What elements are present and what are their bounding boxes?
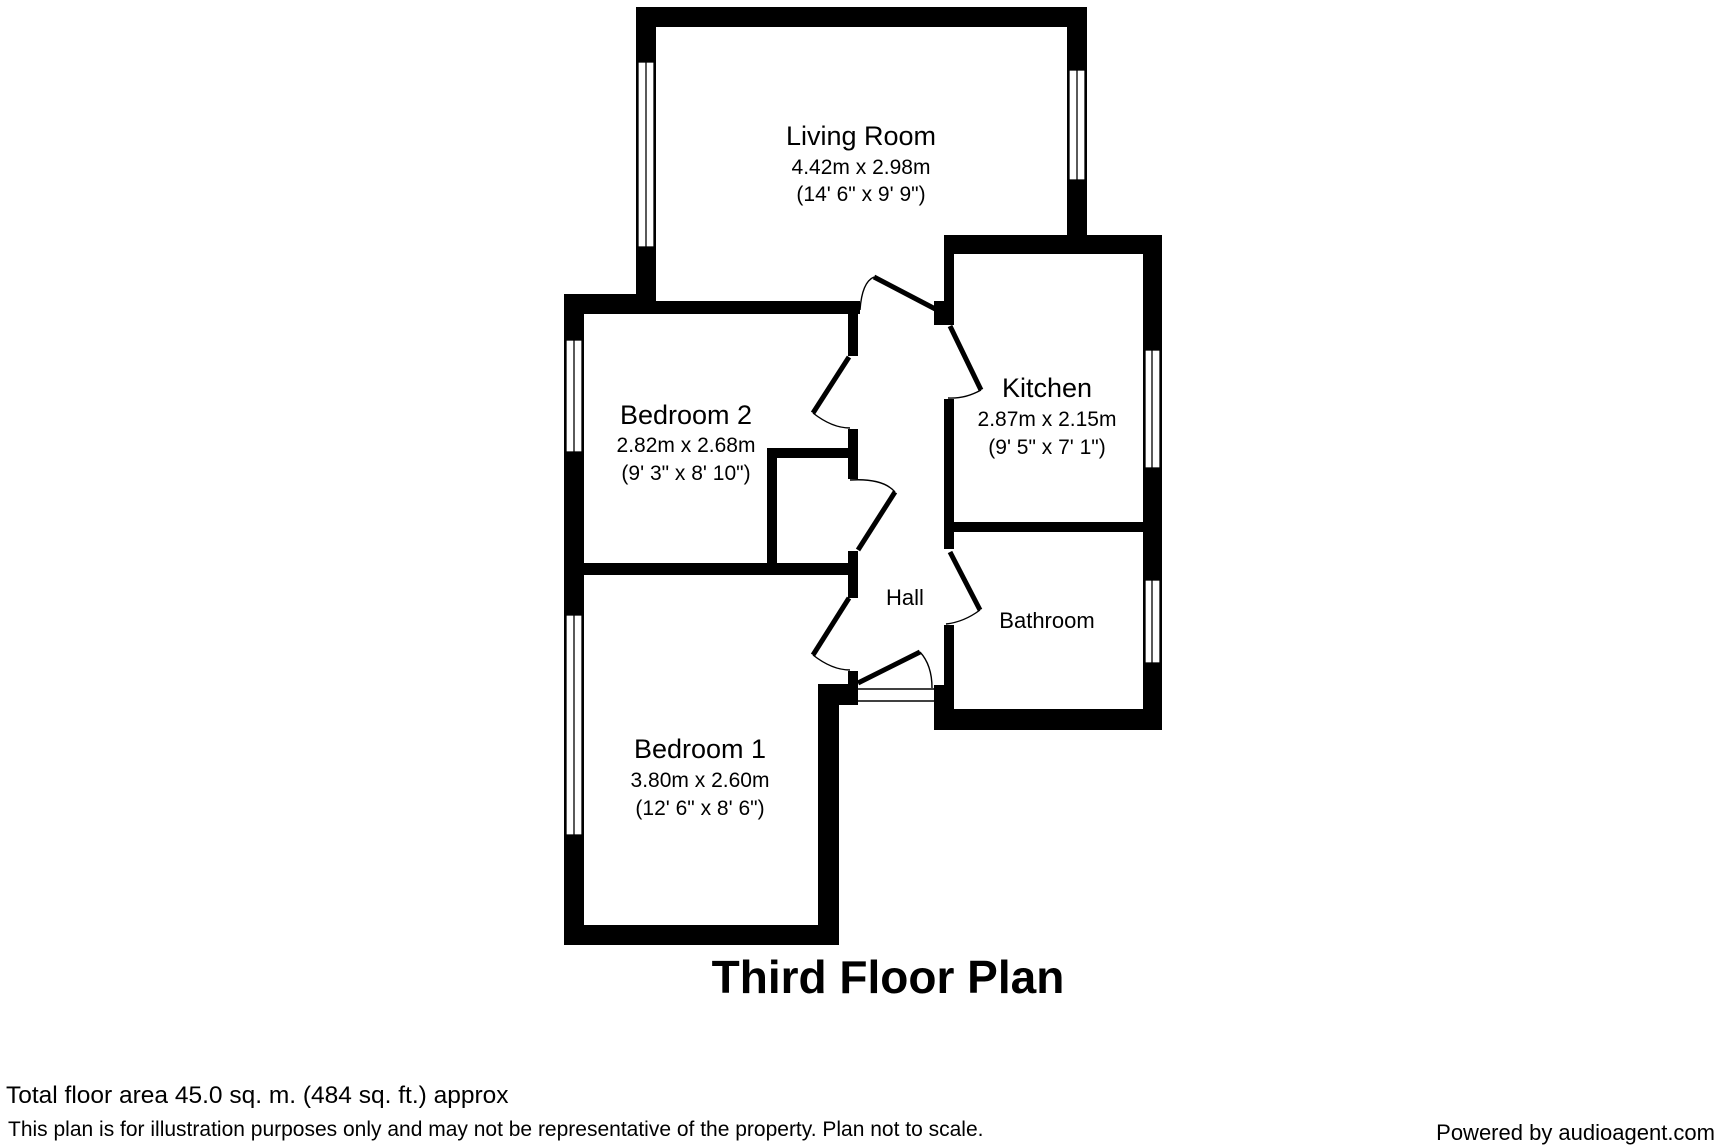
kitchen-size-metric: 2.87m x 2.15m <box>978 408 1117 431</box>
wall-cupboard-left <box>767 448 777 575</box>
windows <box>565 61 1161 836</box>
room-labels: Living Room 4.42m x 2.98m (14' 6" x 9' 9… <box>617 121 1117 820</box>
wall-bedroom2-bedroom1 <box>584 563 858 575</box>
bathroom-name: Bathroom <box>999 608 1094 633</box>
wall-bedroom1-hall-upper <box>848 551 858 598</box>
door-bathroom <box>947 550 983 612</box>
bedroom-2-name: Bedroom 2 <box>620 400 752 430</box>
door-entrance <box>856 649 922 686</box>
wall-entry-left-jamb <box>848 671 858 705</box>
living-room-name: Living Room <box>786 121 936 151</box>
hall-name: Hall <box>886 585 924 610</box>
wall-kitchen-top <box>944 235 1162 254</box>
wall-kitchen-left-upper <box>944 235 954 325</box>
plan-title: Third Floor Plan <box>0 950 1720 1004</box>
wall-bedroom1-bottom <box>564 925 839 945</box>
plan-title-text: Third Floor Plan <box>711 951 1065 1003</box>
living-room-size-imperial: (14' 6" x 9' 9") <box>796 183 925 206</box>
wall-bedroom2-top <box>564 294 656 314</box>
door-kitchen <box>947 324 984 392</box>
total-floor-area: Total floor area 45.0 sq. m. (484 sq. ft… <box>6 1082 509 1109</box>
wall-living-top <box>636 7 1087 27</box>
bedroom-1-name: Bedroom 1 <box>634 734 766 764</box>
doors <box>810 274 984 702</box>
wall-bathroom-left <box>944 625 954 730</box>
wall-bedroom2-top-right <box>656 301 860 314</box>
kitchen-name: Kitchen <box>1002 373 1092 403</box>
wall-bedroom2-hall-middle <box>848 429 858 479</box>
door-living-room <box>872 274 943 315</box>
kitchen-size-imperial: (9' 5" x 7' 1") <box>988 436 1105 459</box>
door-bedroom1 <box>810 596 852 657</box>
wall-bathroom-stub <box>934 685 954 730</box>
wall-kitchen-bathroom <box>944 522 1162 532</box>
wall-bedroom2-hall-upper <box>848 311 858 356</box>
wall-cupboard-top <box>767 448 852 458</box>
wall-bathroom-bottom <box>934 709 1162 730</box>
bedroom-1-size-imperial: (12' 6" x 8' 6") <box>635 797 764 820</box>
living-room-size-metric: 4.42m x 2.98m <box>792 156 931 179</box>
bedroom-2-size-imperial: (9' 3" x 8' 10") <box>621 462 750 485</box>
door-bedroom2 <box>810 355 852 415</box>
bedroom-2-size-metric: 2.82m x 2.68m <box>617 434 756 457</box>
bedroom-1-size-metric: 3.80m x 2.60m <box>631 769 770 792</box>
wall-bedroom1-right <box>818 684 839 945</box>
powered-by-credit: Powered by audioagent.com <box>1436 1120 1715 1145</box>
door-cupboard <box>855 490 898 552</box>
wall-kitchen-left-lower <box>944 399 954 549</box>
disclaimer-text: This plan is for illustration purposes o… <box>8 1118 984 1141</box>
